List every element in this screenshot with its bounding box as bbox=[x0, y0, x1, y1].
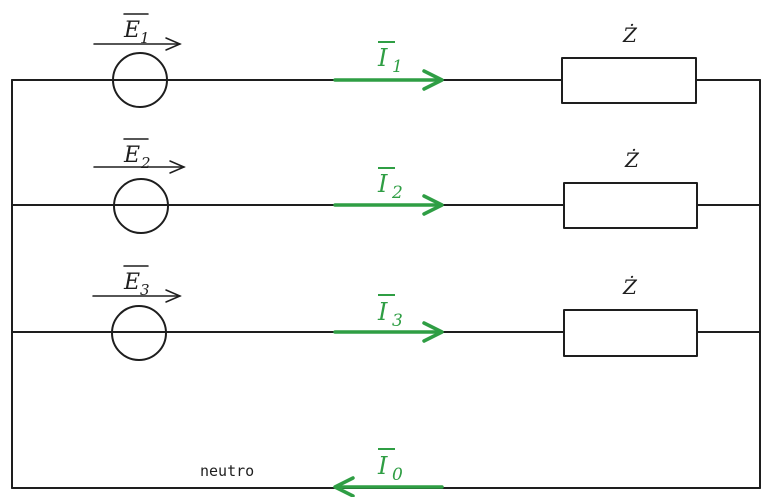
current-label-1-sub: 1 bbox=[392, 57, 403, 77]
current-label-3-sub: 3 bbox=[392, 311, 403, 331]
source-label-2-sub: 2 bbox=[140, 154, 151, 172]
neutral-label: neutro bbox=[200, 462, 254, 480]
source-label-1-sub: 1 bbox=[140, 29, 150, 47]
source-label-2-name: E bbox=[123, 143, 140, 168]
voltage-source-2 bbox=[113, 178, 169, 234]
phase-2-branch bbox=[11, 138, 761, 234]
source-label-1-name: E bbox=[123, 18, 140, 43]
phase-1-branch bbox=[11, 13, 761, 108]
phase-3-branch bbox=[11, 265, 761, 361]
current-label-0-sub: 0 bbox=[392, 465, 403, 485]
impedance-label-1: Ż bbox=[622, 23, 638, 47]
source-label-3-sub: 3 bbox=[140, 281, 150, 299]
neutral-current bbox=[333, 448, 444, 497]
voltage-source-1 bbox=[112, 52, 168, 108]
source-label-3-name: E bbox=[123, 270, 140, 295]
voltage-source-3 bbox=[111, 305, 167, 361]
current-label-2-sub: 2 bbox=[391, 183, 403, 203]
impedance-3 bbox=[563, 309, 698, 357]
impedance-label-3: Ż bbox=[622, 275, 638, 299]
current-label-0-name: I bbox=[377, 452, 388, 480]
impedance-label-2: Ż bbox=[624, 148, 640, 172]
current-label-1-name: I bbox=[377, 44, 388, 72]
current-label-3-name: I bbox=[377, 298, 388, 326]
impedance-1 bbox=[561, 57, 697, 104]
current-label-2-name: I bbox=[377, 170, 388, 198]
impedance-2 bbox=[563, 182, 698, 229]
